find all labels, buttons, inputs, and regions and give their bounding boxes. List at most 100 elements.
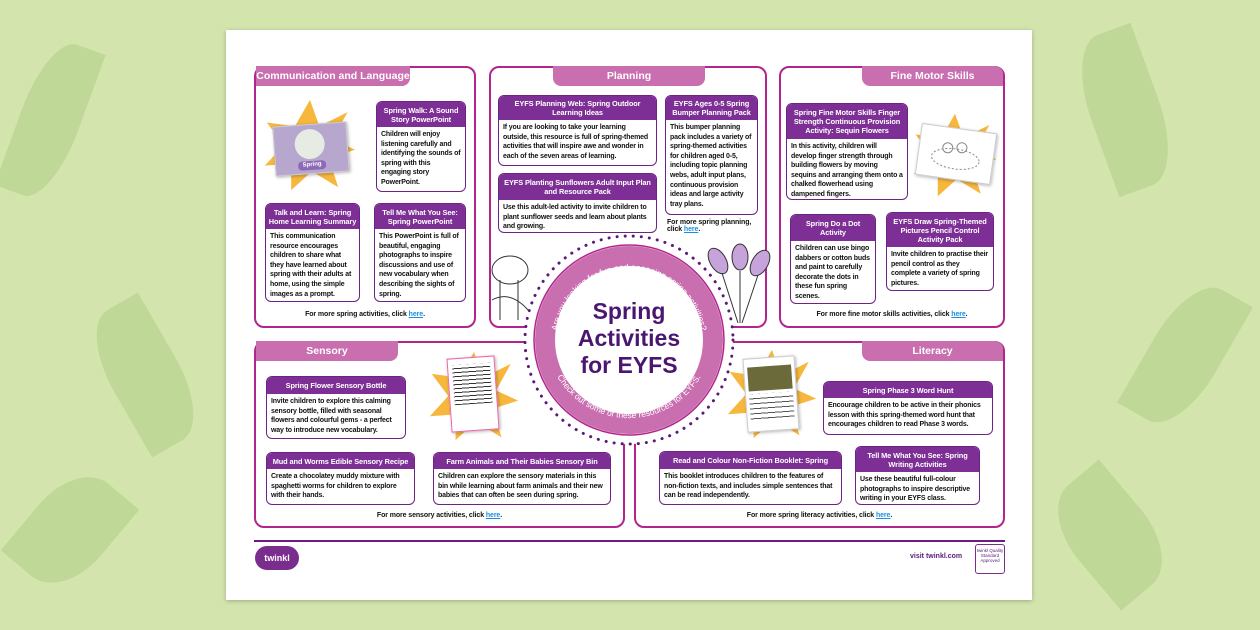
card-title[interactable]: Tell Me What You See: Spring PowerPoint: [375, 204, 465, 229]
card-description: Children will enjoy listening carefully …: [381, 131, 461, 186]
card-description: This bumper planning pack includes a var…: [670, 124, 752, 208]
card-description: Children can explore the sensory materia…: [438, 473, 603, 500]
card-description: In this activity, children will develop …: [791, 143, 903, 198]
resource-card[interactable]: Read and Colour Non-Fiction Booklet: Spr…: [659, 451, 842, 505]
card-description: This booklet introduces children to the …: [664, 473, 833, 500]
card-title[interactable]: Mud and Worms Edible Sensory Recipe: [267, 453, 414, 469]
more-text-end: .: [423, 311, 425, 318]
card-title[interactable]: Spring Flower Sensory Bottle: [267, 377, 405, 394]
card-title[interactable]: Spring Do a Dot Activity: [791, 215, 875, 241]
resource-thumbnail[interactable]: [914, 122, 998, 186]
card-description: Children can use bingo dabbers or cotton…: [795, 245, 870, 300]
resource-card[interactable]: Talk and Learn: Spring Home Learning Sum…: [265, 203, 360, 302]
card-title[interactable]: Tell Me What You See: Spring Writing Act…: [856, 447, 979, 472]
visit-link[interactable]: visit twinkl.com: [910, 553, 963, 560]
background-leaf: [1064, 22, 1186, 198]
more-text-end: .: [500, 512, 503, 519]
background-leaf: [1037, 459, 1183, 611]
more-text: For more spring planning, click: [667, 219, 752, 233]
photo: [747, 364, 793, 392]
crocus-flowers-illustration: [707, 243, 771, 324]
resource-card[interactable]: Tell Me What You See: Spring Writing Act…: [855, 446, 980, 505]
dotted-border: [523, 234, 735, 446]
resource-card[interactable]: EYFS Planning Web: Spring Outdoor Learni…: [498, 95, 657, 166]
tab-fine-motor-skills: Fine Motor Skills: [862, 66, 1003, 86]
more-link-text: For more spring literacy activities, cli…: [636, 512, 1003, 519]
tab-literacy: Literacy: [862, 341, 1003, 361]
card-description: Create a chocolatey muddy mixture with s…: [271, 473, 400, 500]
more-text: For more fine motor skills activities, c…: [816, 311, 952, 318]
more-link-text: For more spring planning, click here.: [667, 219, 762, 233]
resource-card[interactable]: EYFS Planting Sunflowers Adult Input Pla…: [498, 173, 657, 233]
card-title[interactable]: Read and Colour Non-Fiction Booklet: Spr…: [660, 452, 841, 469]
card-description: Encourage children to be active in their…: [828, 402, 981, 429]
badge-text: twinkl Quality Standard Approved: [976, 548, 1004, 563]
pink-ring: [535, 246, 723, 434]
card-description: Invite children to practise their pencil…: [891, 251, 988, 287]
card-title[interactable]: EYFS Ages 0-5 Spring Bumper Planning Pac…: [666, 96, 757, 120]
resource-thumbnail[interactable]: [742, 355, 800, 433]
document-lines: [451, 362, 493, 406]
card-description: This PowerPoint is full of beautiful, en…: [379, 233, 459, 298]
more-text: For more spring literacy activities, cli…: [746, 512, 876, 519]
tab-sensory: Sensory: [256, 341, 398, 361]
more-link-text: For more spring activities, click here.: [256, 311, 474, 318]
more-text-end: .: [698, 226, 701, 233]
card-title[interactable]: Spring Fine Motor Skills Finger Strength…: [787, 104, 907, 139]
nest-drawing: [930, 142, 980, 170]
card-title[interactable]: Spring Walk: A Sound Story PowerPoint: [377, 102, 465, 127]
footer-divider: [254, 540, 1005, 542]
center-badge: Are you looking for fun and engaging spr…: [523, 234, 735, 446]
resource-card[interactable]: Farm Animals and Their Babies Sensory Bi…: [433, 452, 611, 505]
card-description: Use this adult-led activity to invite ch…: [503, 204, 647, 231]
background-leaf: [1117, 272, 1253, 438]
more-link-text: For more fine motor skills activities, c…: [781, 311, 1003, 318]
more-text: For more sensory activities, click: [376, 512, 486, 519]
tab-communication-language: Communication and Language: [256, 66, 410, 86]
here-link[interactable]: here: [875, 512, 891, 519]
svg-text:Spring: Spring: [593, 298, 666, 324]
card-title[interactable]: EYFS Planning Web: Spring Outdoor Learni…: [499, 96, 656, 120]
bird-image: [293, 128, 326, 161]
card-title[interactable]: EYFS Planting Sunflowers Adult Input Pla…: [499, 174, 656, 200]
card-title[interactable]: Spring Phase 3 Word Hunt: [824, 382, 992, 398]
thumbnail-label: Spring: [297, 159, 327, 171]
card-title[interactable]: Farm Animals and Their Babies Sensory Bi…: [434, 453, 610, 469]
more-text-end: .: [890, 512, 893, 519]
svg-text:for EYFS: for EYFS: [580, 352, 677, 378]
card-title[interactable]: Talk and Learn: Spring Home Learning Sum…: [266, 204, 359, 229]
card-title[interactable]: EYFS Draw Spring-Themed Pictures Pencil …: [887, 213, 993, 247]
more-link-text: For more sensory activities, click here.: [256, 512, 623, 519]
card-description: If you are looking to take your learning…: [503, 124, 649, 160]
here-link[interactable]: here: [951, 311, 966, 318]
card-description: Use these beautiful full-colour photogra…: [860, 476, 971, 503]
here-link[interactable]: here: [408, 311, 424, 318]
card-description: This communication resource encourages c…: [270, 233, 352, 298]
logo-text: twinkl: [264, 553, 290, 563]
here-link[interactable]: here: [683, 226, 699, 233]
tab-planning: Planning: [553, 66, 705, 86]
more-text: For more spring activities, click: [305, 311, 409, 318]
here-link[interactable]: here: [485, 512, 501, 519]
background-leaf: [77, 292, 213, 458]
resource-card[interactable]: EYFS Ages 0-5 Spring Bumper Planning Pac…: [665, 95, 758, 215]
quality-badge: twinkl Quality Standard Approved: [975, 544, 1005, 574]
resource-card[interactable]: EYFS Draw Spring-Themed Pictures Pencil …: [886, 212, 994, 291]
page-title: Spring Activities for EYFS: [578, 298, 680, 378]
background-leaf: [0, 458, 140, 602]
more-text-end: .: [965, 311, 968, 318]
resource-card[interactable]: Spring Fine Motor Skills Finger Strength…: [786, 103, 908, 200]
resource-thumbnail[interactable]: [446, 355, 500, 433]
twinkl-logo[interactable]: twinkl: [255, 546, 299, 570]
card-description: Invite children to explore this calming …: [271, 398, 392, 434]
lamb-illustration: [491, 255, 529, 320]
background-leaf: [0, 34, 106, 206]
resource-thumbnail[interactable]: Spring: [272, 121, 350, 177]
writing-lines: [748, 391, 795, 423]
